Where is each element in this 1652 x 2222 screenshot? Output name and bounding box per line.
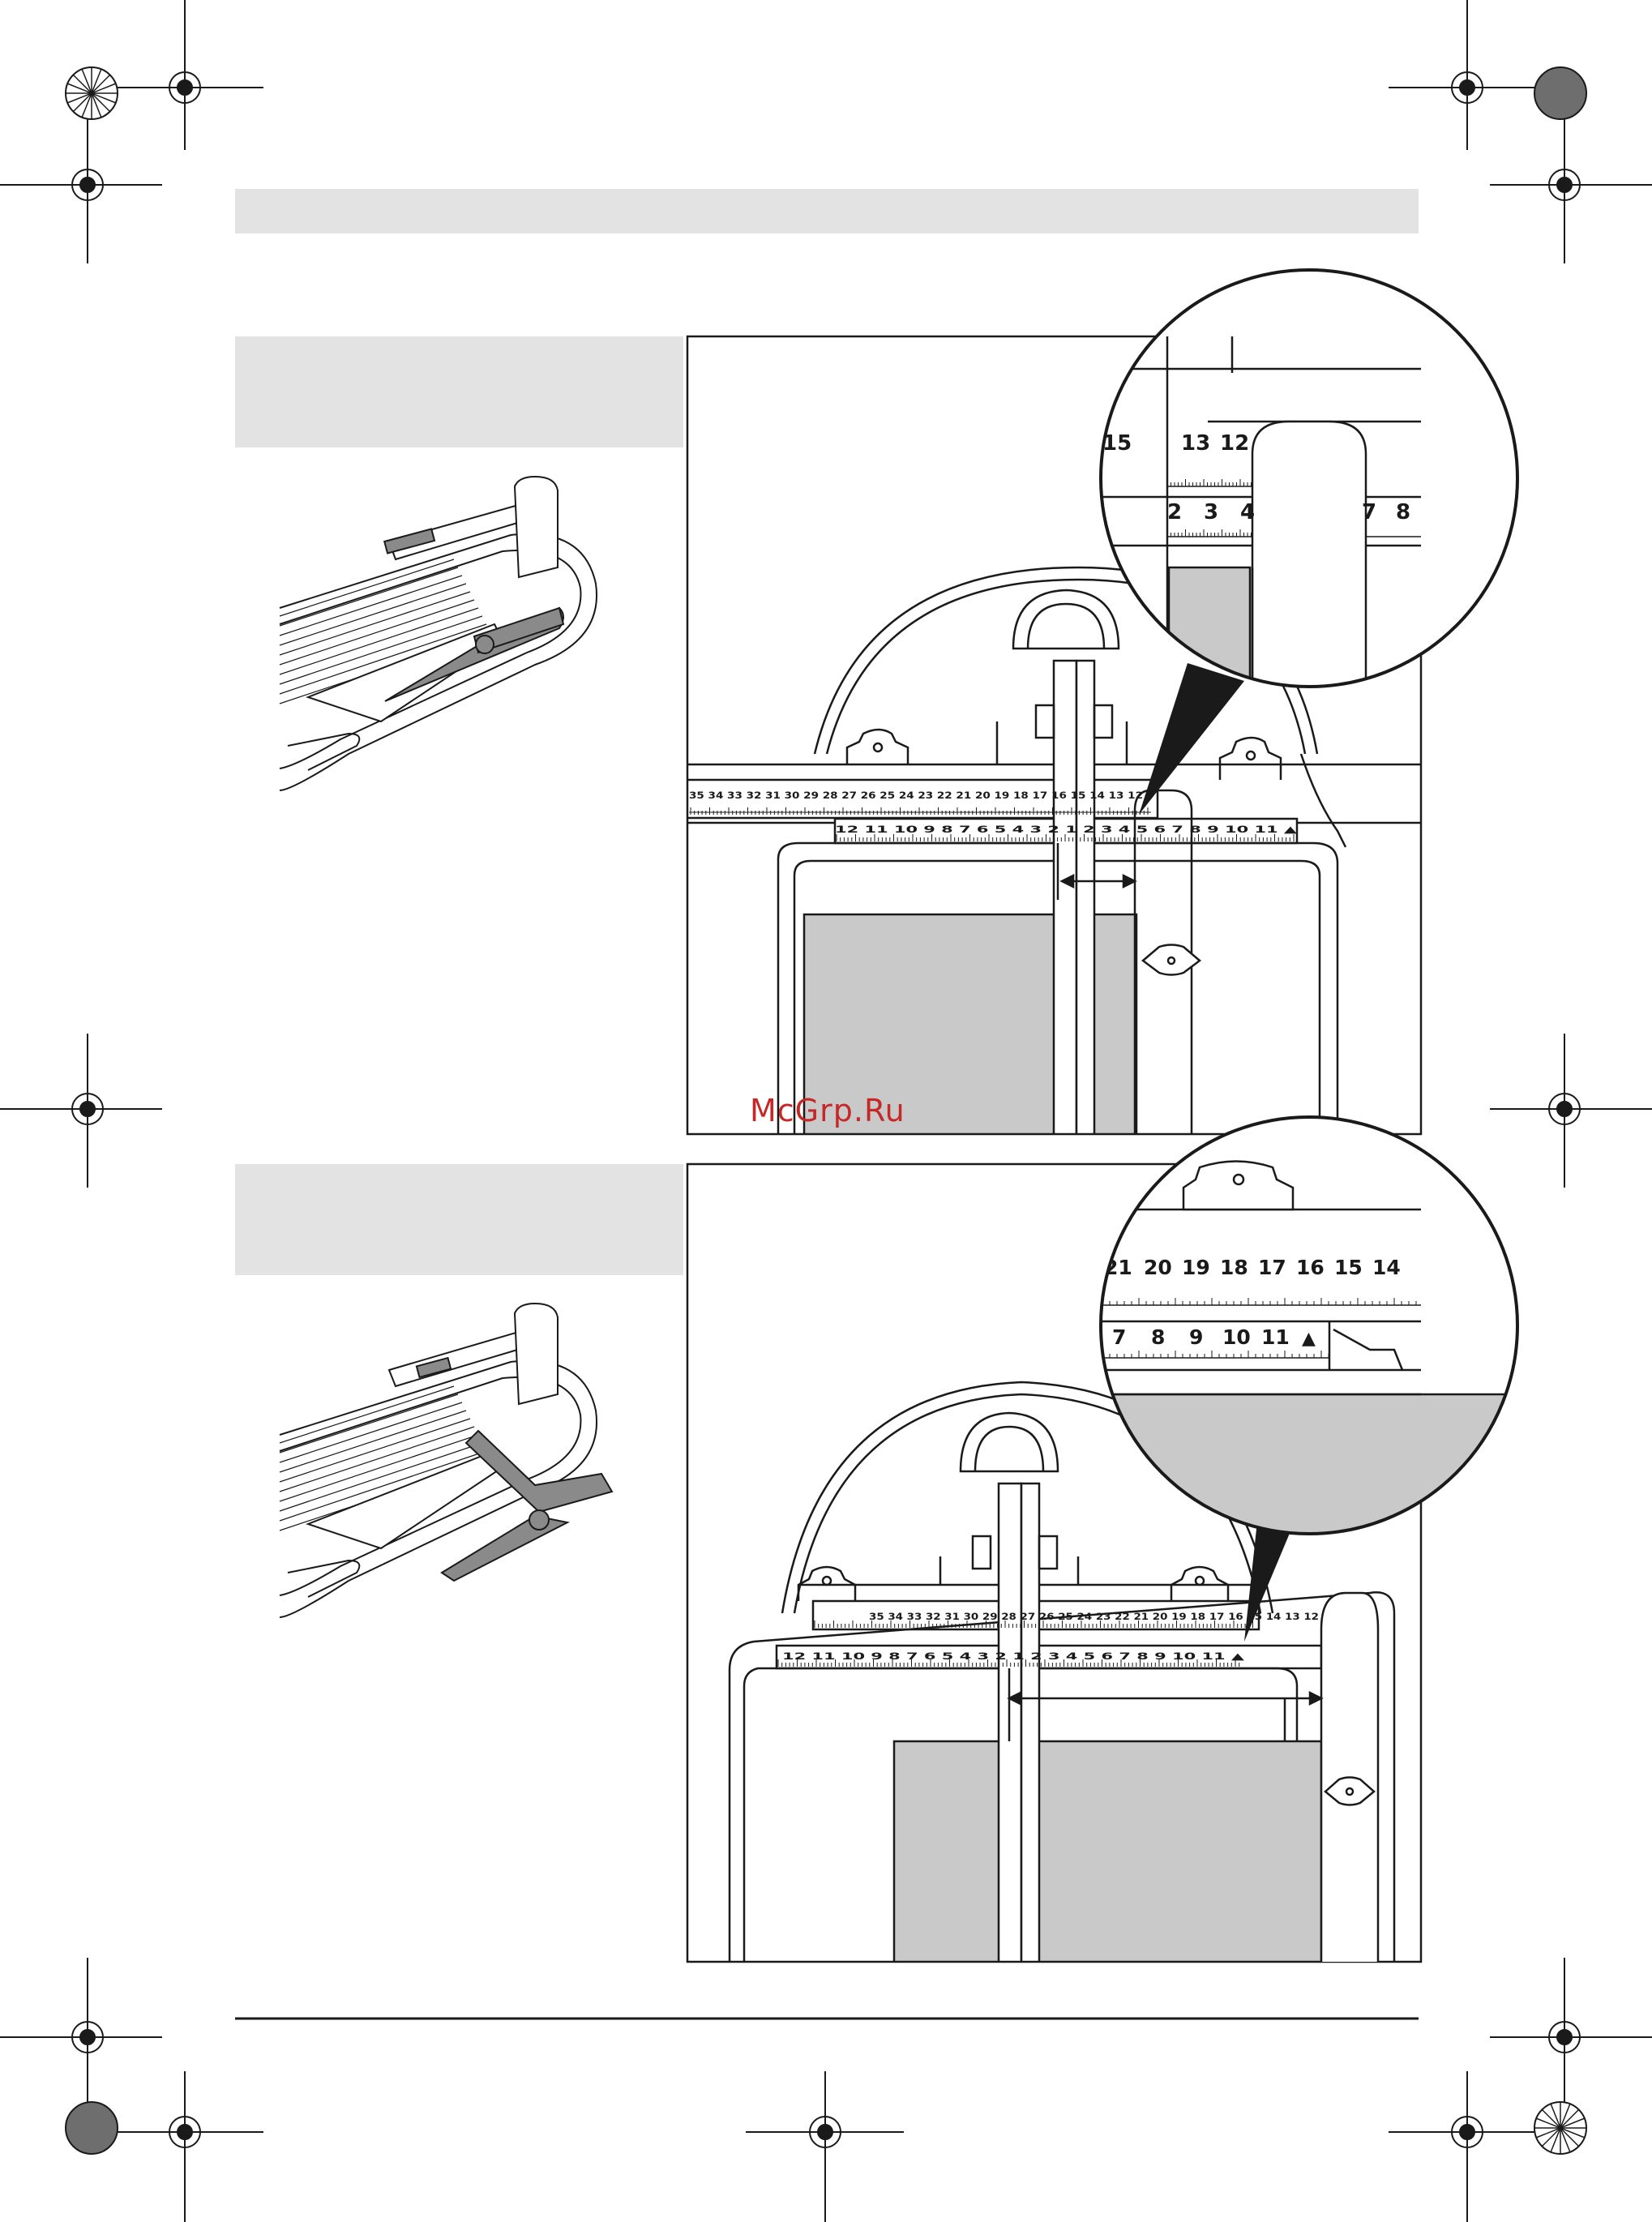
fig2-zoom-upper-20: 20 bbox=[1144, 1256, 1172, 1279]
fig1-scale-ticks-upper bbox=[690, 807, 1149, 815]
fig1-zoom-ring bbox=[1099, 268, 1519, 688]
fig1-zoom-pointer bbox=[1139, 663, 1244, 815]
fig2-zoom-lower-9: 9 bbox=[1189, 1325, 1203, 1349]
fig1-scale-upper: 35 34 33 32 31 30 29 28 27 26 25 24 23 2… bbox=[689, 790, 1143, 801]
fig2-scale-lower: 12 11 10 9 8 7 6 5 4 3 2 1 2 3 4 5 6 7 8… bbox=[782, 1650, 1244, 1662]
fig1-zoom-ticks-upper bbox=[1166, 479, 1252, 486]
fig2-scale-ticks-lower bbox=[777, 1659, 1240, 1667]
fig2-zoom-upper-18: 18 bbox=[1220, 1256, 1248, 1279]
fig2-zoom-upper-14: 14 bbox=[1372, 1256, 1401, 1279]
fig2-zoom-lower-7: 7 bbox=[1112, 1325, 1126, 1349]
fig2-zoom-lower-11: 11 bbox=[1261, 1325, 1290, 1349]
caption-band-1 bbox=[235, 336, 683, 447]
caption-band-2 bbox=[235, 1164, 683, 1275]
watermark: McGrp.Ru bbox=[750, 1093, 905, 1128]
fig2-zoom-ticks-upper bbox=[1102, 1298, 1417, 1305]
figure-1: 35 34 33 32 31 30 29 28 27 26 25 24 23 2… bbox=[686, 268, 1519, 1136]
fig2-zoom-upper-16: 16 bbox=[1296, 1256, 1325, 1279]
fig2-zoom-ring bbox=[1099, 1115, 1519, 1535]
fig2-scale-upper: 35 34 33 32 31 30 29 28 27 26 25 24 23 2… bbox=[869, 1611, 1319, 1622]
fig2-zoom-lower-8: 8 bbox=[1151, 1325, 1165, 1349]
fig2-zoom-upper-19: 19 bbox=[1182, 1256, 1210, 1279]
fig1-scale-ticks-lower bbox=[836, 834, 1295, 841]
figure-2: 35 34 33 32 31 30 29 28 27 26 25 24 23 2… bbox=[686, 1115, 1519, 1963]
fig1-zoom-lower-8: 8 bbox=[1396, 500, 1410, 524]
fig1-zoom-upper-15: 15 bbox=[1102, 431, 1132, 456]
fig2-zoom-lower-triangle: ▲ bbox=[1302, 1329, 1316, 1349]
header-band bbox=[235, 189, 1419, 233]
fig2-zoom-upper-17: 17 bbox=[1258, 1256, 1286, 1279]
fig1-zoom-lower-3: 3 bbox=[1204, 500, 1218, 524]
fig1-zoom-lower-4: 4 bbox=[1240, 500, 1255, 524]
fig2-scale-ticks-upper bbox=[814, 1620, 1253, 1628]
fig1-zoom-upper-12: 12 bbox=[1220, 431, 1249, 456]
fig1-zoom-upper-13: 13 bbox=[1181, 431, 1210, 456]
fig2-zoom-upper-15: 15 bbox=[1334, 1256, 1363, 1279]
iso-illustration-1 bbox=[279, 475, 597, 791]
color-targets bbox=[65, 66, 1587, 2155]
iso-illustration-2 bbox=[279, 1302, 614, 1618]
fig2-zoom-ticks-lower bbox=[1102, 1351, 1329, 1358]
fig1-zoom-lower-2: 2 bbox=[1167, 500, 1182, 524]
fig2-zoom-lower-10: 10 bbox=[1222, 1325, 1251, 1349]
fig1-zoom-lower-7: 7 bbox=[1362, 500, 1376, 524]
fig1-zoom-ticks-lower bbox=[1166, 529, 1252, 537]
fig1-scale-lower: 12 11 10 9 8 7 6 5 4 3 2 1 2 3 4 5 6 7 8… bbox=[835, 824, 1297, 835]
